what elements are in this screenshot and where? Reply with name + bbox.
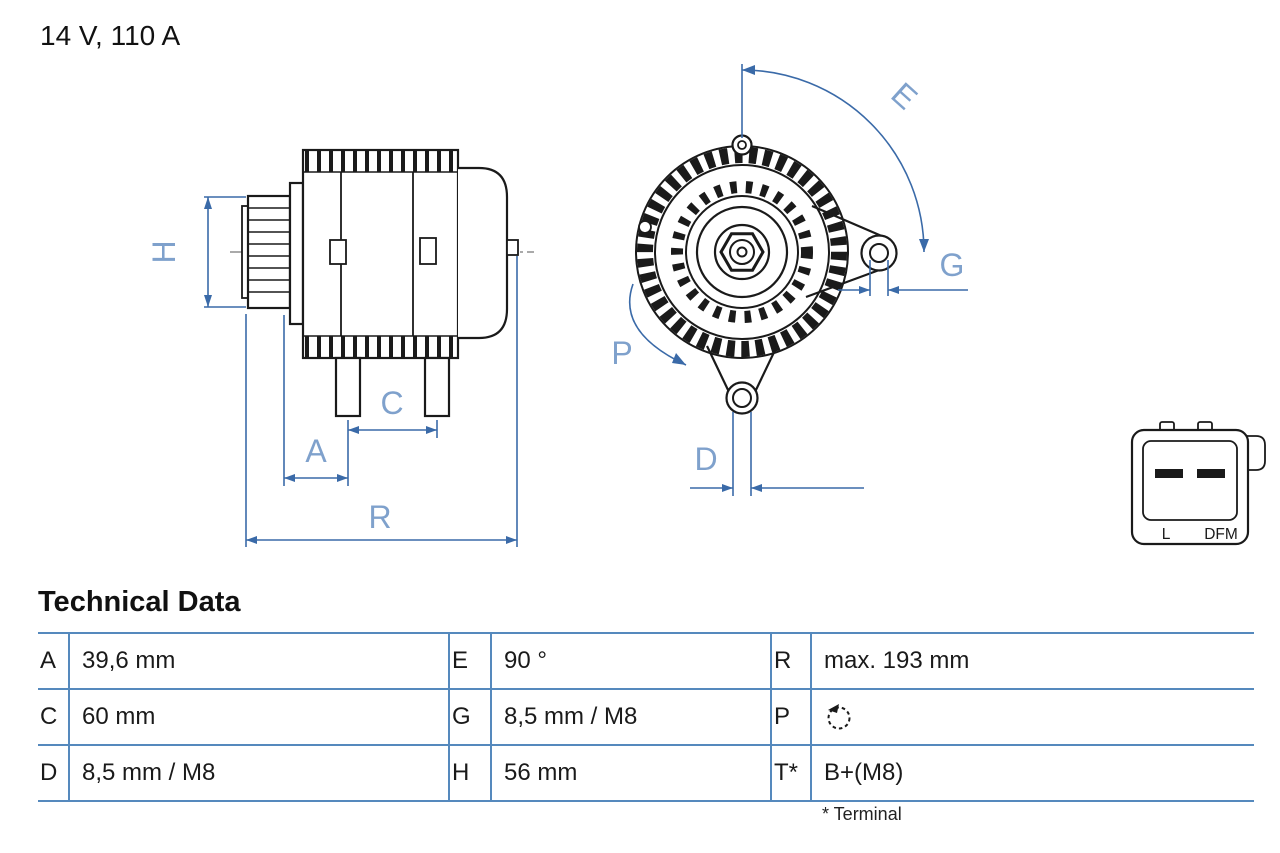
connector-drawing: L DFM bbox=[1130, 421, 1266, 546]
connector-label-dfm: DFM bbox=[1204, 526, 1238, 543]
table-key-t: T* bbox=[770, 746, 810, 802]
dimension-annotations bbox=[204, 64, 968, 547]
table-key-c: C bbox=[38, 690, 68, 746]
table-value-t: B+(M8) bbox=[810, 746, 1254, 802]
dim-label-e: E bbox=[884, 75, 924, 116]
table-value-h: 56 mm bbox=[490, 746, 770, 802]
terminal-footnote: * Terminal bbox=[822, 804, 902, 824]
table-value-g: 8,5 mm / M8 bbox=[490, 690, 770, 746]
dim-label-d: D bbox=[694, 441, 717, 477]
front-view-drawing bbox=[635, 134, 898, 415]
rotation-direction-icon bbox=[827, 704, 851, 730]
side-view-drawing bbox=[230, 148, 534, 418]
dim-label-r: R bbox=[368, 499, 391, 535]
technical-data-heading: Technical Data bbox=[38, 586, 241, 618]
table-key-p: P bbox=[770, 690, 810, 746]
table-key-r: R bbox=[770, 634, 810, 690]
table-value-a: 39,6 mm bbox=[68, 634, 448, 690]
table-key-e: E bbox=[448, 634, 490, 690]
technical-data-table: A 39,6 mm E 90 ° R max. 193 mm C 60 mm G… bbox=[38, 632, 1254, 802]
connector-pin-right bbox=[1197, 469, 1225, 478]
table-key-g: G bbox=[448, 690, 490, 746]
page-title: 14 V, 110 A bbox=[40, 20, 181, 51]
table-key-h: H bbox=[448, 746, 490, 802]
dim-label-p: P bbox=[611, 335, 632, 371]
dim-label-a: A bbox=[305, 433, 327, 469]
table-value-p bbox=[810, 690, 1254, 746]
table-value-e: 90 ° bbox=[490, 634, 770, 690]
dim-label-h: H bbox=[146, 240, 182, 263]
table-key-d: D bbox=[38, 746, 68, 802]
dim-label-c: C bbox=[380, 385, 403, 421]
table-key-a: A bbox=[38, 634, 68, 690]
table-value-d: 8,5 mm / M8 bbox=[68, 746, 448, 802]
dim-label-g: G bbox=[940, 247, 965, 283]
connector-pin-left bbox=[1155, 469, 1183, 478]
connector-label-l: L bbox=[1162, 526, 1171, 543]
table-value-r: max. 193 mm bbox=[810, 634, 1254, 690]
table-value-c: 60 mm bbox=[68, 690, 448, 746]
alternator-technical-drawing: H A C R E G P D L DFM bbox=[146, 64, 1266, 547]
